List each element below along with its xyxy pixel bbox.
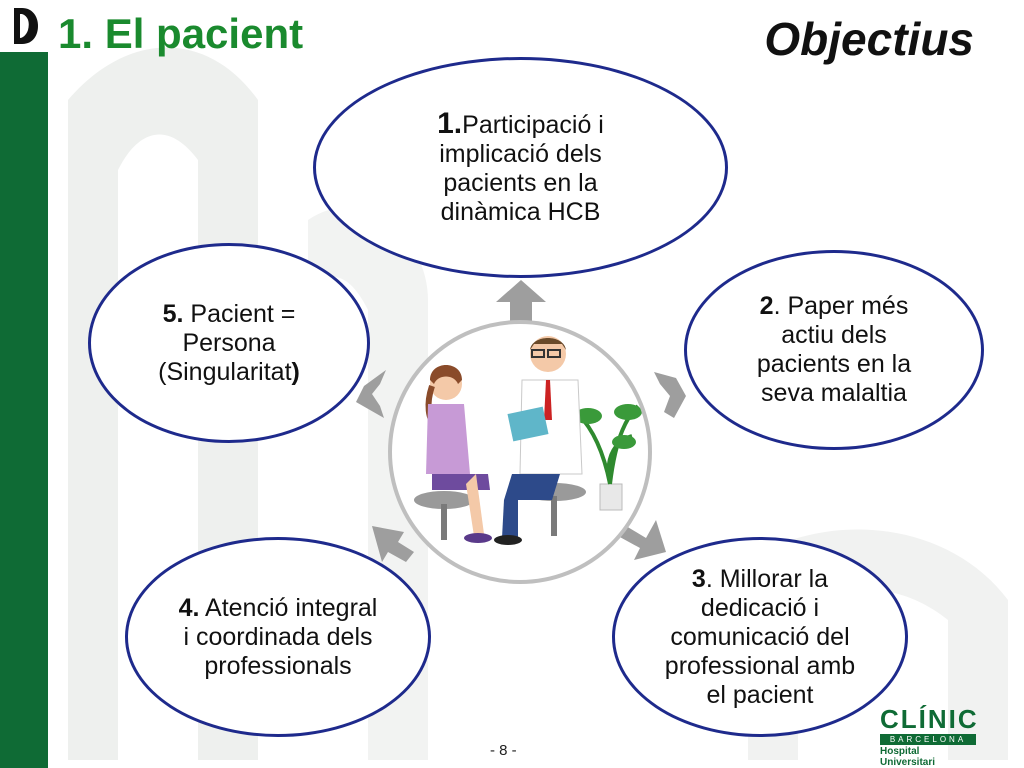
- slide-title: 1. El pacient: [58, 10, 304, 57]
- slide-subtitle: Objectius: [764, 13, 974, 65]
- objective-2-number: 2: [759, 292, 774, 320]
- objective-1-number: 1.: [437, 106, 463, 140]
- objective-3-number: 3: [691, 564, 706, 593]
- objective-5-ellipse: 5. Pacient = Persona (Singularitat): [88, 243, 370, 443]
- patient-doctor-illustration: [388, 320, 652, 584]
- objective-4-number: 4.: [178, 593, 200, 622]
- arrow-down-left-icon: [372, 526, 414, 562]
- page-number: - 8 -: [490, 742, 517, 759]
- arrow-up-icon: [496, 280, 546, 322]
- objective-4-text: Atenció integral i coordinada dels profe…: [183, 593, 378, 680]
- brand-name: CLÍNIC: [880, 704, 979, 734]
- brand-hospital: Hospital Universitari: [880, 746, 936, 768]
- objective-1-text: Participació i implicació dels pacients …: [439, 110, 604, 226]
- objective-3-ellipse: 3. Millorar la dedicació i comunicació d…: [612, 537, 908, 737]
- arrow-right-icon: [654, 372, 686, 418]
- objective-2-text: . Paper més actiu dels pacients en la se…: [756, 292, 912, 407]
- objective-1-ellipse: 1.Participació i implicació dels pacient…: [313, 57, 728, 278]
- arrow-left-icon: [356, 370, 386, 418]
- objective-2-ellipse: 2. Paper més actiu dels pacients en la s…: [684, 250, 984, 450]
- brand-city: BARCELONA: [880, 734, 976, 745]
- hospital-logo-icon: [0, 0, 48, 52]
- sidebar-band: [0, 0, 48, 768]
- objective-3-text: . Millorar la dedicació i comunicació de…: [664, 564, 856, 709]
- arrow-down-right-icon: [618, 520, 666, 560]
- objective-5-text: Pacient = Persona (Singularitat: [158, 299, 296, 386]
- objective-5-closing: ): [291, 357, 300, 386]
- objective-5-number: 5.: [162, 299, 184, 328]
- objective-4-ellipse: 4. Atenció integral i coordinada dels pr…: [125, 537, 431, 737]
- clinic-brand-logo: CLÍNIC BARCELONA Hospital Universitari: [880, 704, 979, 768]
